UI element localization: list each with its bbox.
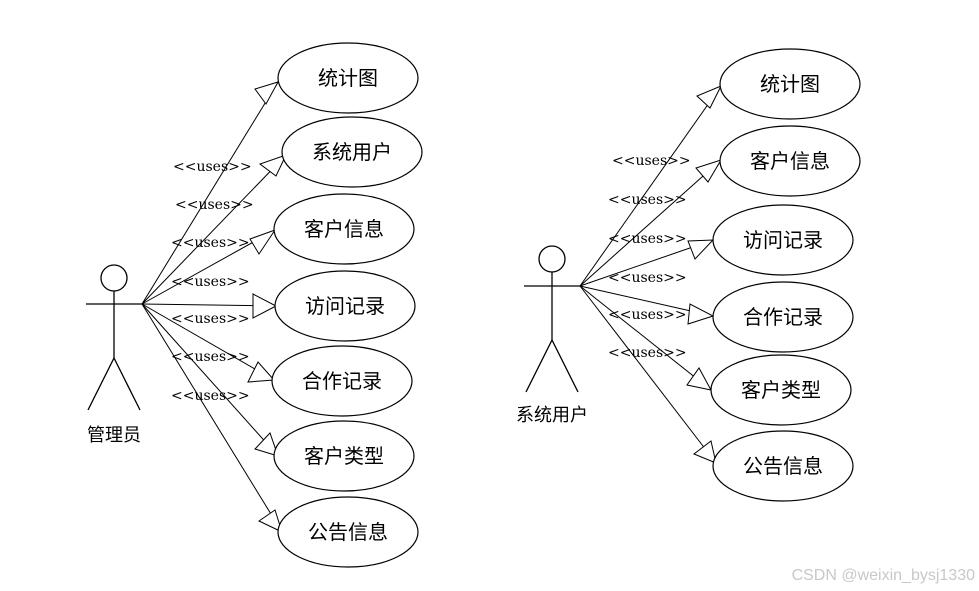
uses-label: <<uses>> — [173, 159, 252, 175]
use-cases-admin: 统计图 系统用户 客户信息 访问记录 合作记录 客户类型 — [271, 42, 423, 568]
use-case-label: 客户信息 — [304, 217, 384, 241]
use-case-label: 客户信息 — [750, 149, 830, 173]
use-case[interactable]: 合作记录 — [712, 281, 854, 353]
use-case[interactable]: 客户信息 — [719, 125, 861, 197]
actor-system-user-label: 系统用户 — [516, 405, 588, 426]
uses-label: <<uses>> — [175, 197, 254, 213]
use-case-label: 客户类型 — [304, 444, 384, 468]
uses-label: <<uses>> — [608, 231, 687, 247]
generalization-arrowhead — [254, 432, 279, 457]
generalization-arrowhead — [693, 440, 717, 464]
use-case[interactable]: 合作记录 — [271, 345, 413, 417]
actor-head — [100, 264, 128, 292]
uses-label: <<uses>> — [612, 153, 691, 169]
uses-labels-admin: <<uses>> <<uses>> <<uses>> <<uses>> <<us… — [171, 159, 254, 404]
generalization-arrowhead — [686, 367, 712, 391]
generalization-arrowhead — [696, 85, 723, 109]
uses-label: <<uses>> — [608, 192, 687, 208]
use-case[interactable]: 客户类型 — [710, 354, 852, 426]
use-case[interactable]: 公告信息 — [277, 496, 419, 568]
generalization-arrowhead — [687, 303, 715, 325]
actor-head — [538, 245, 566, 273]
use-case[interactable]: 访问记录 — [274, 270, 416, 342]
uses-label: <<uses>> — [608, 270, 687, 286]
uses-label: <<uses>> — [171, 349, 250, 365]
uses-label: <<uses>> — [608, 345, 687, 361]
uses-label: <<uses>> — [171, 274, 250, 290]
use-case-label: 合作记录 — [743, 305, 823, 329]
diagram-admin: 管理员 <<uses>> <<uses>> <<uses>> <<uses>> … — [86, 42, 423, 568]
actor-admin-figure — [86, 264, 142, 411]
uses-label: <<uses>> — [171, 311, 250, 327]
use-case[interactable]: 访问记录 — [712, 204, 854, 276]
use-case-label: 合作记录 — [302, 369, 382, 393]
generalization-arrowhead — [252, 293, 278, 319]
actor-right-leg — [551, 339, 579, 393]
actor-left-leg — [87, 357, 115, 411]
associations-admin — [141, 81, 287, 533]
use-case-label: 统计图 — [318, 66, 378, 90]
use-case-label: 访问记录 — [743, 228, 823, 252]
diagram-system-user: 系统用户 <<uses>> <<uses>> <<uses>> <<uses>>… — [516, 48, 861, 502]
use-case[interactable]: 统计图 — [277, 42, 419, 114]
use-case[interactable]: 客户信息 — [273, 193, 415, 265]
generalization-arrowhead — [258, 509, 283, 533]
use-case-label: 公告信息 — [743, 454, 823, 478]
actor-right-leg — [113, 357, 141, 411]
actor-admin-label: 管理员 — [87, 425, 141, 446]
use-case-label: 访问记录 — [305, 294, 385, 318]
use-case[interactable]: 系统用户 — [281, 116, 423, 188]
use-case-label: 系统用户 — [312, 140, 392, 164]
uses-label: <<uses>> — [608, 307, 687, 323]
generalization-arrowhead — [249, 229, 277, 255]
generalization-arrowhead — [695, 159, 723, 183]
actor-system-user-figure — [524, 245, 580, 393]
use-case-label: 公告信息 — [308, 520, 388, 544]
actor-left-leg — [525, 339, 553, 393]
use-case[interactable]: 客户类型 — [273, 420, 415, 492]
generalization-arrowhead — [687, 239, 715, 260]
generalization-arrowhead — [258, 154, 287, 177]
use-case-label: 统计图 — [760, 72, 820, 96]
use-case[interactable]: 统计图 — [719, 48, 861, 120]
uses-label: <<uses>> — [171, 235, 250, 251]
watermark-text: CSDN @weixin_bysj1330 — [792, 567, 976, 584]
uses-labels-system-user: <<uses>> <<uses>> <<uses>> <<uses>> <<us… — [608, 153, 691, 361]
associations-system-user — [579, 85, 723, 464]
use-cases-system-user: 统计图 客户信息 访问记录 合作记录 客户类型 公告信息 — [710, 48, 861, 502]
generalization-arrowhead — [254, 81, 280, 105]
generalization-arrowhead — [247, 361, 276, 383]
uses-label: <<uses>> — [171, 388, 250, 404]
use-case-label: 客户类型 — [741, 378, 821, 402]
use-case[interactable]: 公告信息 — [712, 430, 854, 502]
